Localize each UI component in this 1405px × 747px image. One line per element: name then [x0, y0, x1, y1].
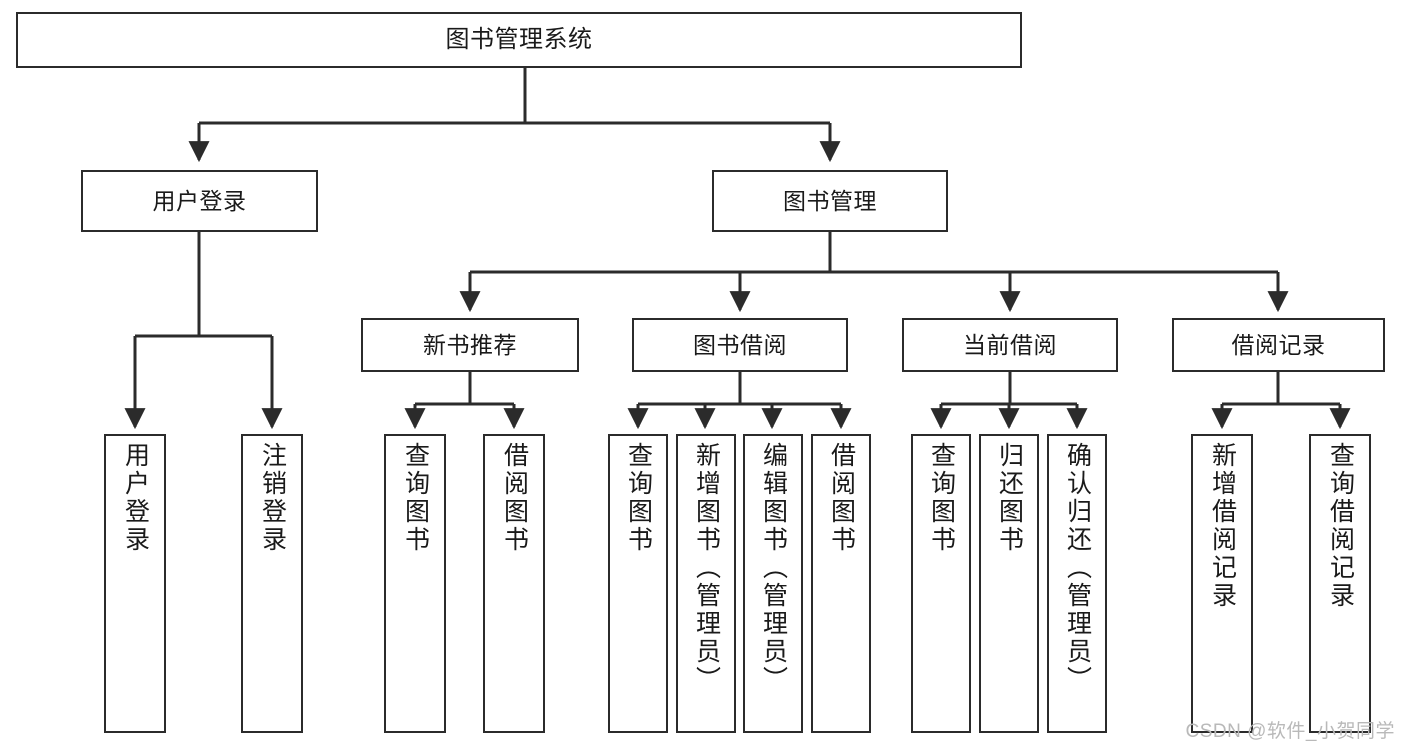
node-label: 注销登录	[258, 442, 287, 554]
node-label: 图书管理	[783, 187, 877, 214]
leaf-current-borrow-query[interactable]: 查询图书	[911, 434, 971, 733]
leaf-book-borrow-query[interactable]: 查询图书	[608, 434, 668, 733]
leaf-current-borrow-return[interactable]: 归还图书	[979, 434, 1039, 733]
node-user-login[interactable]: 用户登录	[81, 170, 318, 232]
node-root-system[interactable]: 图书管理系统	[16, 12, 1022, 68]
node-label: 确认归还（管理员）	[1063, 442, 1092, 694]
node-label: 查询图书	[927, 442, 956, 554]
watermark-text: CSDN @软件_小贺同学	[1185, 721, 1395, 742]
node-label: 新增借阅记录	[1208, 442, 1237, 610]
node-label: 归还图书	[995, 442, 1024, 554]
node-current-borrow[interactable]: 当前借阅	[902, 318, 1118, 372]
leaf-user-login-login[interactable]: 用户登录	[104, 434, 166, 733]
leaf-new-book-query[interactable]: 查询图书	[384, 434, 446, 733]
leaf-book-borrow-add[interactable]: 新增图书（管理员）	[676, 434, 736, 733]
leaf-book-borrow-borrow[interactable]: 借阅图书	[811, 434, 871, 733]
node-label: 用户登录	[152, 187, 247, 214]
node-label: 当前借阅	[963, 331, 1057, 358]
node-book-management[interactable]: 图书管理	[712, 170, 948, 232]
node-borrow-record[interactable]: 借阅记录	[1172, 318, 1385, 372]
leaf-borrow-record-query[interactable]: 查询借阅记录	[1309, 434, 1371, 733]
leaf-book-borrow-edit[interactable]: 编辑图书（管理员）	[743, 434, 803, 733]
node-label: 借阅记录	[1231, 331, 1326, 358]
node-label: 用户登录	[121, 442, 150, 554]
leaf-borrow-record-add[interactable]: 新增借阅记录	[1191, 434, 1253, 733]
node-label: 查询图书	[624, 442, 653, 554]
node-book-borrow[interactable]: 图书借阅	[632, 318, 848, 372]
node-label: 新书推荐	[423, 331, 517, 358]
node-label: 图书管理系统	[445, 26, 593, 54]
node-label: 借阅图书	[500, 442, 529, 554]
node-label: 查询图书	[401, 442, 430, 554]
node-label: 编辑图书（管理员）	[759, 442, 788, 694]
node-new-book-recommend[interactable]: 新书推荐	[361, 318, 579, 372]
leaf-new-book-borrow[interactable]: 借阅图书	[483, 434, 545, 733]
node-label: 借阅图书	[827, 442, 856, 554]
leaf-user-login-logout[interactable]: 注销登录	[241, 434, 303, 733]
node-label: 查询借阅记录	[1326, 442, 1355, 610]
leaf-current-borrow-confirm-return[interactable]: 确认归还（管理员）	[1047, 434, 1107, 733]
node-label: 图书借阅	[693, 331, 787, 358]
node-label: 新增图书（管理员）	[692, 442, 721, 694]
